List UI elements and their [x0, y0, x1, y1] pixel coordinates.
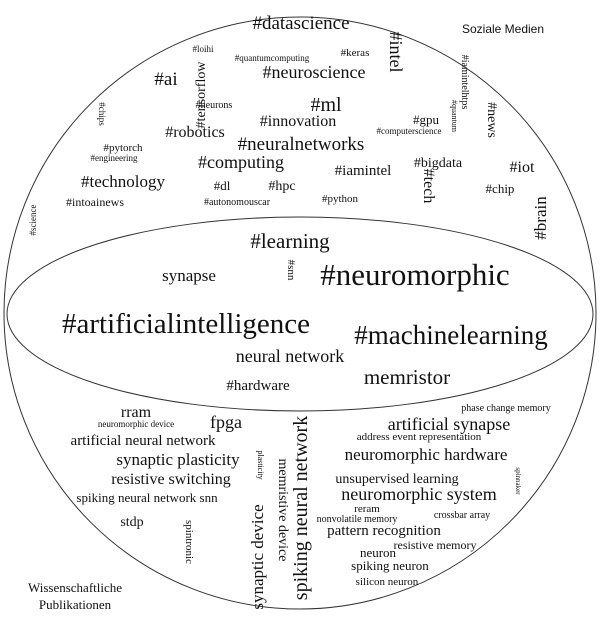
word-neuromorphic-hardware: neuromorphic hardware [345, 445, 508, 464]
word-iamintel: #iamintel [335, 163, 392, 179]
word-intel: #intel [386, 32, 406, 73]
word-spiking-neural-network: spiking neural network [290, 416, 312, 600]
word-neural-network: neural network [236, 346, 344, 366]
word-spiking-neural-network-snn: spiking neural network snn [76, 490, 218, 505]
word-reram: reram [354, 503, 380, 515]
word-keras: #keras [341, 47, 370, 59]
word-innovation: #innovation [260, 113, 336, 130]
word-neuroscience: #neuroscience [263, 62, 366, 82]
word-spiking-neuron: spiking neuron [351, 558, 429, 573]
word-intoainews: #intoainews [66, 195, 124, 209]
word-spintronic: spintronic [183, 520, 195, 564]
word-unsupervised-learning: unsupervised learning [335, 472, 458, 487]
word-tech: #tech [420, 169, 437, 204]
word-neuromorphic-system: neuromorphic system [341, 484, 496, 504]
word-datascience: #datascience [252, 13, 349, 34]
word-brain: #brain [531, 196, 550, 240]
word-phase-change-memory: phase change memory [461, 403, 550, 414]
word-hardware: #hardware [226, 378, 290, 394]
publications-hemisphere: rram neuromorphic device fpga artificial… [28, 403, 551, 612]
word-neurons: #neurons [196, 100, 233, 111]
word-engineering: #engineering [91, 153, 138, 163]
word-synaptic-plasticity: synaptic plasticity [116, 450, 240, 469]
word-bigdata: #bigdata [414, 156, 463, 171]
word-dl: #dl [214, 178, 231, 193]
word-pytorch: #pytorch [103, 142, 143, 154]
word-chip: #chip [486, 181, 515, 196]
section-label-publications-line1: Wissenschaftliche [28, 580, 122, 595]
word-neuromorphic-device: neuromorphic device [98, 419, 174, 429]
word-plasticity: plasticity [256, 450, 265, 479]
word-computing: #computing [198, 152, 284, 172]
word-address-event-representation: address event representation [357, 431, 482, 443]
word-artificial-synapse: artificial synapse [388, 414, 510, 434]
section-label-publications-line2: Publikationen [39, 597, 112, 612]
word-python: #python [322, 193, 359, 205]
word-ai: #ai [154, 69, 177, 90]
word-robotics: #robotics [165, 124, 225, 141]
word-resistive-switching: resistive switching [111, 471, 231, 488]
word-memristor: memristor [364, 365, 450, 389]
word-crossbar-array: crossbar array [434, 510, 490, 521]
word-chips: #chips [97, 102, 107, 126]
word-gpu: #gpu [413, 112, 440, 127]
word-silicon-neuron: silicon neuron [356, 576, 419, 588]
word-memristive-device: memristive device [275, 458, 290, 561]
word-resistive-memory: resistive memory [394, 538, 477, 552]
word-spinnaker: spinnaker [514, 467, 522, 495]
word-iot: #iot [510, 159, 535, 176]
word-ml: #ml [310, 94, 342, 116]
word-synapse: synapse [162, 266, 216, 285]
word-loihi: #loihi [192, 44, 214, 54]
word-artificial-neural-network: artificial neural network [71, 433, 216, 449]
word-neuron: neuron [360, 545, 397, 560]
shared-terms: #learning #snn synapse #neuromorphic #ar… [62, 229, 548, 394]
word-machinelearning: #machinelearning [354, 320, 547, 350]
word-neuromorphic: #neuromorphic [320, 257, 509, 292]
word-science: #science [28, 205, 38, 236]
word-hpc: #hpc [268, 179, 295, 194]
sphere-outline [3, 16, 597, 610]
word-quantum: #quantum [450, 100, 459, 133]
equator-ellipse [6, 216, 594, 412]
word-neuralnetworks: #neuralnetworks [238, 134, 365, 155]
word-news: #news [484, 102, 499, 138]
word-snn: #snn [285, 260, 297, 281]
word-tensorflow: #tensorflow [194, 61, 209, 129]
word-quantumcomputing: #quantumcomputing [235, 53, 310, 63]
word-stdp: stdp [120, 515, 143, 530]
section-label-social-media: Soziale Medien [462, 22, 544, 36]
word-nonvolatile-memory: nonvolatile memory [317, 514, 398, 525]
word-rram: rram [121, 404, 152, 421]
word-learning: #learning [250, 229, 330, 253]
word-synaptic-device: synaptic device [248, 504, 267, 609]
word-fpga: fpga [210, 412, 242, 432]
word-iamintelhtps: #iamintelhtps [459, 55, 470, 110]
word-technology: #technology [81, 172, 166, 191]
social-media-hemisphere: #datascience Soziale Medien #loihi #quan… [28, 13, 550, 240]
word-computerscience: #computerscience [377, 126, 442, 136]
word-pattern-recognition: pattern recognition [327, 523, 441, 539]
word-autonomouscar: #autonomouscar [204, 197, 271, 208]
word-artificialintelligence: #artificialintelligence [62, 308, 310, 340]
